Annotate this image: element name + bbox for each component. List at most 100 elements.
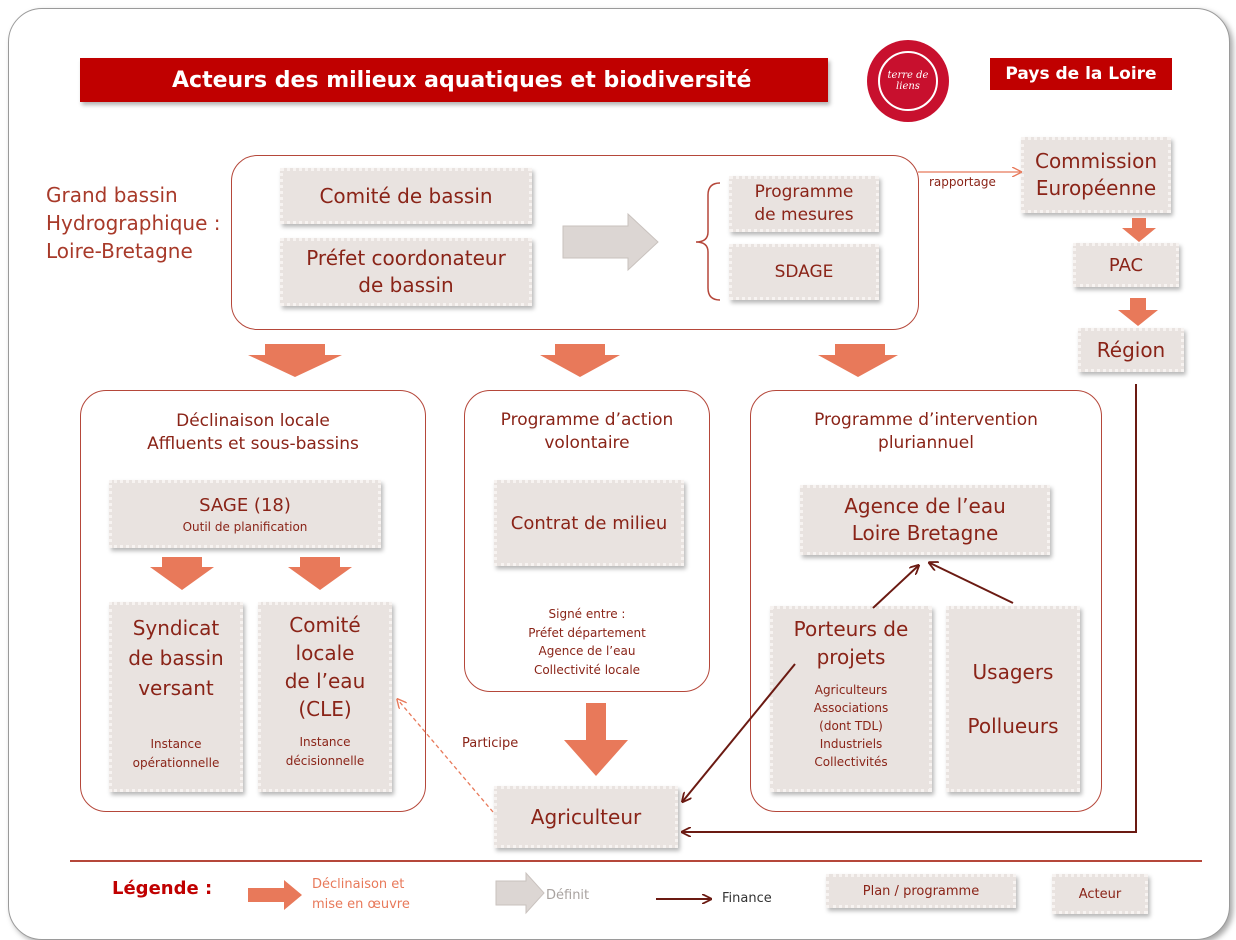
declinaison-title: Déclinaison locale Affluents et sous-bas…	[80, 410, 426, 456]
bassin-label-line: Loire-Bretagne	[46, 239, 193, 263]
comite-locale-box: Comité locale de l’eau (CLE) Instance dé…	[258, 602, 392, 792]
grey-arrow	[562, 212, 659, 272]
intervention-container	[750, 390, 1102, 812]
programme-mesures-line: Programme	[754, 182, 854, 203]
porteurs-box: Porteurs de projets Agriculteurs Associa…	[770, 606, 932, 792]
porteurs-list-item: Associations	[813, 701, 889, 715]
finance-arrow-agence-porteurs	[872, 566, 918, 609]
legend-grey-arrow	[495, 871, 545, 915]
sage-title: SAGE (18)	[199, 494, 291, 516]
legend-acteur-box: Acteur	[1052, 874, 1148, 914]
syndicat-line: de bassin	[128, 646, 224, 670]
comite-locale-line: locale	[295, 641, 355, 665]
declinaison-title-line: Déclinaison locale	[176, 411, 330, 431]
sage-box: SAGE (18) Outil de planification	[109, 480, 381, 548]
signe-line: Signé entre :	[548, 607, 626, 621]
signe-line: Collectivité locale	[533, 662, 641, 677]
legend-declinaison-text: Déclinaison et mise en œuvre	[312, 875, 410, 914]
down-arrow-cle	[288, 557, 352, 590]
bassin-label: Grand bassin Hydrographique : Loire-Bret…	[46, 181, 220, 265]
commission-line: Européenne	[1035, 176, 1157, 200]
sdage-label: SDAGE	[774, 262, 834, 282]
logo: terre de liens	[867, 40, 949, 122]
region-box: Région	[1078, 328, 1184, 372]
prefet-label-line: Préfet coordonateur	[306, 246, 506, 270]
agriculteur-box: Agriculteur	[494, 786, 678, 848]
action-title-line: volontaire	[544, 432, 630, 453]
usagers-line: Pollueurs	[967, 714, 1059, 738]
comite-locale-line: Comité	[289, 613, 361, 637]
porteurs-line: projets	[816, 645, 886, 669]
legend-finance-text: Finance	[722, 891, 772, 906]
region-actor-label: Région	[1096, 338, 1166, 362]
rapportage-label: rapportage	[929, 175, 996, 189]
region-banner: Pays de la Loire	[990, 58, 1172, 90]
bassin-label-line: Hydrographique :	[46, 211, 221, 235]
porteurs-list-item: Collectivités	[814, 755, 888, 769]
prefet-label-line: de bassin	[358, 273, 454, 297]
signe-text: Signé entre : Préfet département Agence …	[464, 605, 710, 679]
agence-line: Agence de l’eau	[844, 494, 1006, 518]
signe-line: Préfet département	[528, 625, 646, 640]
down-arrow-region	[1118, 298, 1158, 326]
commission-box: Commission Européenne	[1021, 137, 1171, 213]
intervention-title: Programme d’intervention pluriannuel	[750, 409, 1102, 455]
contrat-label: Contrat de milieu	[510, 512, 668, 534]
sdage-box: SDAGE	[729, 244, 879, 300]
syndicat-box: Syndicat de bassin versant Instance opér…	[109, 602, 243, 792]
legend-title: Légende :	[112, 878, 213, 899]
legend-declinaison-line: mise en œuvre	[312, 896, 410, 912]
prefet-box: Préfet coordonateur de bassin	[280, 238, 532, 306]
intervention-title-line: pluriannuel	[878, 432, 974, 453]
participe-arrow	[398, 700, 494, 813]
legend-acteur-label: Acteur	[1078, 886, 1122, 902]
comite-locale-sub-line: Instance	[299, 735, 351, 749]
comite-bassin-box: Comité de bassin	[280, 168, 532, 224]
participe-label: Participe	[462, 736, 519, 751]
porteurs-list-item: (dont TDL)	[819, 719, 883, 733]
syndicat-sub-line: Instance	[150, 737, 202, 751]
down-arrow-center	[540, 344, 620, 377]
action-title: Programme d’action volontaire	[464, 409, 710, 455]
programme-mesures-box: Programme de mesures	[729, 176, 879, 232]
logo-inner-circle: terre de liens	[878, 51, 938, 111]
logo-text: terre de liens	[887, 70, 929, 92]
declinaison-container	[80, 390, 426, 812]
agence-box: Agence de l’eau Loire Bretagne	[800, 485, 1050, 555]
intervention-title-line: Programme d’intervention	[814, 410, 1038, 430]
down-arrow-left	[248, 344, 342, 377]
programme-mesures-line: de mesures	[754, 205, 854, 225]
page-title: Acteurs des milieux aquatiques et biodiv…	[80, 58, 828, 102]
bassin-container	[231, 155, 919, 330]
porteurs-line: Porteurs de	[793, 617, 909, 641]
syndicat-line: versant	[138, 676, 214, 700]
action-container	[464, 390, 710, 692]
comite-locale-line: de l’eau	[284, 669, 366, 693]
pac-box: PAC	[1073, 243, 1179, 287]
comite-locale-line: (CLE)	[298, 697, 352, 721]
comite-locale-sub-line: décisionnelle	[285, 754, 365, 769]
action-title-line: Programme d’action	[500, 410, 674, 430]
down-arrow-pac	[1122, 218, 1156, 242]
usagers-line: Usagers	[972, 660, 1054, 684]
down-arrow-syndicat	[150, 557, 214, 590]
comite-bassin-label: Comité de bassin	[319, 184, 493, 208]
down-arrow-agriculteur	[564, 703, 628, 776]
declinaison-title-line: Affluents et sous-bassins	[147, 433, 359, 454]
porteurs-list-item: Industriels	[819, 737, 883, 751]
legend-orange-arrow	[248, 880, 302, 910]
syndicat-sub-line: opérationnelle	[132, 756, 220, 771]
signe-line: Agence de l’eau	[538, 644, 636, 659]
agence-line: Loire Bretagne	[851, 521, 999, 545]
porteurs-list-item: Agriculteurs	[814, 683, 888, 697]
legend-plan-label: Plan / programme	[862, 883, 980, 899]
finance-arrow-usagers-agence	[930, 563, 1014, 604]
contrat-box: Contrat de milieu	[494, 480, 684, 566]
sage-subtitle: Outil de planification	[182, 519, 308, 534]
finance-arrow-porteurs-agriculteur	[683, 663, 796, 801]
pac-label: PAC	[1108, 254, 1144, 276]
agriculteur-label: Agriculteur	[530, 805, 642, 829]
finance-arrow-region-agriculteur	[683, 384, 1137, 832]
legend-plan-box: Plan / programme	[826, 874, 1016, 908]
